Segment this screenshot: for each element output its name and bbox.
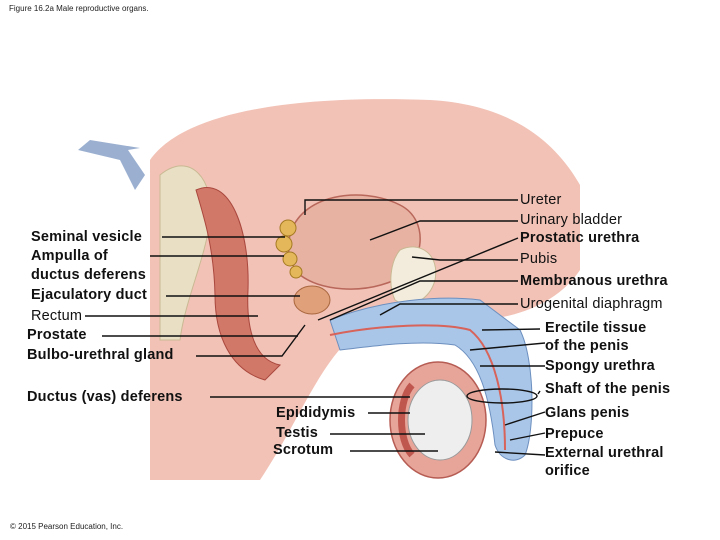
rectum-shape	[195, 187, 282, 381]
leader-lines	[85, 199, 546, 456]
label-testis: Testis	[276, 425, 319, 441]
penis-shaft	[329, 297, 533, 461]
label-urinary-bladder: Urinary bladder	[520, 212, 623, 228]
spongy-urethra-line	[329, 324, 506, 451]
label-shaft-of-penis: Shaft of the penis	[545, 381, 671, 397]
label-rectum: Rectum	[31, 308, 83, 324]
label-spongy-urethra: Spongy urethra	[545, 358, 655, 374]
label-pubis: Pubis	[520, 251, 558, 267]
label-prepuce: Prepuce	[545, 426, 604, 442]
label-erectile-tissue-line2: of the penis	[545, 338, 629, 354]
label-urogenital-diaphragm: Urogenital diaphragm	[520, 296, 663, 312]
label-seminal-vesicle: Seminal vesicle	[31, 229, 143, 245]
orientation-arrow	[78, 140, 145, 190]
pelvic-tissue	[150, 99, 580, 481]
label-ejaculatory-duct: Ejaculatory duct	[31, 287, 148, 303]
copyright-notice: © 2015 Pearson Education, Inc.	[10, 522, 124, 531]
label-ureter: Ureter	[520, 192, 562, 208]
label-membranous-urethra: Membranous urethra	[520, 273, 668, 289]
label-ampulla-line2: ductus deferens	[31, 267, 146, 283]
label-bulbo-urethral-gland: Bulbo-urethral gland	[27, 347, 174, 363]
epididymis-shape	[398, 382, 415, 458]
label-ampulla: Ampulla of	[31, 248, 108, 264]
label-glans-penis: Glans penis	[545, 405, 630, 421]
label-ductus-deferens: Ductus (vas) deferens	[27, 389, 183, 405]
label-external-urethral-orifice-line2: orifice	[545, 463, 590, 479]
label-scrotum: Scrotum	[273, 442, 334, 458]
label-prostate: Prostate	[27, 327, 87, 343]
figure-caption: Figure 16.2a Male reproductive organs.	[9, 4, 149, 13]
prostate-shape	[293, 285, 331, 315]
label-external-urethral-orifice: External urethral	[545, 445, 664, 461]
label-erectile-tissue: Erectile tissue	[545, 320, 647, 336]
label-prostatic-urethra: Prostatic urethra	[520, 230, 640, 246]
testis-shape	[407, 379, 473, 461]
seminal-vesicle-shape	[275, 219, 303, 279]
label-epididymis: Epididymis	[276, 405, 356, 421]
